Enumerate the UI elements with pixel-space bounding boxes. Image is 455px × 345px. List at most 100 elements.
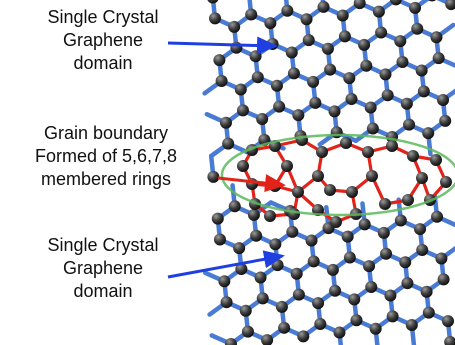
carbon-atom: [264, 210, 276, 222]
carbon-atom: [358, 218, 371, 231]
carbon-atom: [362, 146, 374, 158]
carbon-atom: [422, 127, 435, 140]
carbon-atom: [281, 160, 293, 172]
carbon-atom: [213, 54, 226, 67]
carbon-atom: [266, 37, 279, 50]
carbon-atom: [241, 325, 254, 338]
carbon-atom: [234, 83, 247, 96]
carbon-atom: [377, 226, 390, 239]
carbon-atom: [360, 59, 373, 72]
carbon-atom: [215, 74, 228, 87]
carbon-atom: [326, 263, 339, 276]
carbon-atom: [275, 300, 288, 313]
carbon-atom: [411, 22, 424, 35]
carbon-atom: [224, 337, 237, 345]
carbon-atom: [400, 97, 413, 110]
arrow-middle: [217, 174, 286, 193]
carbon-atom: [401, 277, 414, 290]
carbon-atom: [343, 251, 356, 264]
carbon-atom: [249, 50, 262, 63]
carbon-atom: [218, 275, 231, 288]
carbon-atom: [251, 71, 264, 84]
carbon-atom: [302, 34, 315, 47]
carbon-atom: [372, 5, 385, 18]
carbon-atom: [343, 72, 356, 85]
carbon-atom: [207, 0, 219, 4]
carbon-atom: [321, 42, 334, 55]
carbon-atom: [345, 93, 358, 106]
carbon-atom: [416, 243, 429, 256]
carbon-atom: [386, 140, 398, 152]
carbon-atom: [440, 176, 452, 188]
carbon-atom: [346, 186, 358, 198]
carbon-atom: [312, 297, 325, 310]
carbon-atom: [256, 112, 269, 125]
carbon-atom: [415, 64, 428, 77]
label-grain-boundary: Grain boundary Formed of 5,6,7,8 membere…: [34, 123, 178, 189]
carbon-atom: [305, 234, 318, 247]
carbon-atom: [375, 26, 388, 39]
carbon-atom: [441, 315, 454, 328]
carbon-atom: [422, 306, 435, 319]
carbon-atom: [437, 93, 450, 106]
carbon-atom: [348, 293, 361, 306]
carbon-atom: [394, 35, 407, 48]
carbon-atom: [233, 242, 246, 255]
carbon-atom: [269, 238, 282, 251]
carbon-atom: [414, 223, 427, 236]
carbon-atom: [297, 330, 310, 343]
carbon-atom: [278, 321, 291, 334]
carbon-atom: [396, 55, 409, 68]
carbon-atom: [366, 122, 379, 135]
carbon-atom: [228, 20, 241, 33]
carbon-atom: [288, 208, 300, 220]
carbon-atom: [366, 170, 378, 182]
carbon-atom: [445, 0, 455, 11]
label-single-crystal-bottom: Single Crystal Graphene domain: [47, 235, 159, 301]
carbon-atom: [285, 46, 298, 59]
carbon-atom: [292, 109, 305, 122]
carbon-atom: [209, 12, 222, 25]
carbon-atom: [350, 314, 363, 327]
carbon-atom: [213, 233, 226, 246]
carbon-atom: [435, 252, 448, 265]
carbon-atom: [254, 271, 267, 284]
carbon-atom: [220, 296, 233, 309]
carbon-atom: [439, 114, 452, 127]
carbon-atom: [407, 150, 419, 162]
carbon-atom: [431, 210, 444, 223]
carbon-atom: [236, 104, 249, 117]
carbon-atom: [409, 1, 422, 14]
carbon-atom: [420, 285, 433, 298]
arrow-bottom: [167, 250, 285, 279]
carbon-atom: [292, 288, 305, 301]
carbon-atom: [309, 96, 322, 109]
carbon-atom: [316, 146, 328, 158]
carbon-atom: [365, 280, 378, 293]
grain-boundary-ellipse: [220, 133, 455, 217]
carbon-atom: [417, 85, 430, 98]
carbon-atom: [379, 68, 392, 81]
carbon-atom: [281, 4, 294, 17]
carbon-atom: [416, 172, 428, 184]
carbon-atom: [330, 126, 343, 139]
carbon-atom: [256, 292, 269, 305]
carbon-atom: [430, 31, 443, 44]
carbon-atom: [287, 67, 300, 80]
carbon-atom: [353, 0, 366, 10]
carbon-atom: [328, 105, 341, 118]
carbon-atom: [207, 170, 220, 183]
carbon-atom: [386, 310, 399, 323]
carbon-atom: [358, 38, 371, 51]
carbon-atom: [250, 229, 263, 242]
carbon-atom: [286, 225, 299, 238]
carbon-atom: [399, 256, 412, 269]
carbon-atom: [379, 198, 391, 210]
carbon-atom: [300, 13, 313, 26]
carbon-atom: [338, 30, 351, 43]
carbon-atom: [394, 214, 407, 227]
carbon-atom: [239, 304, 252, 317]
arrow-top: [167, 36, 278, 55]
carbon-atom: [340, 137, 352, 149]
